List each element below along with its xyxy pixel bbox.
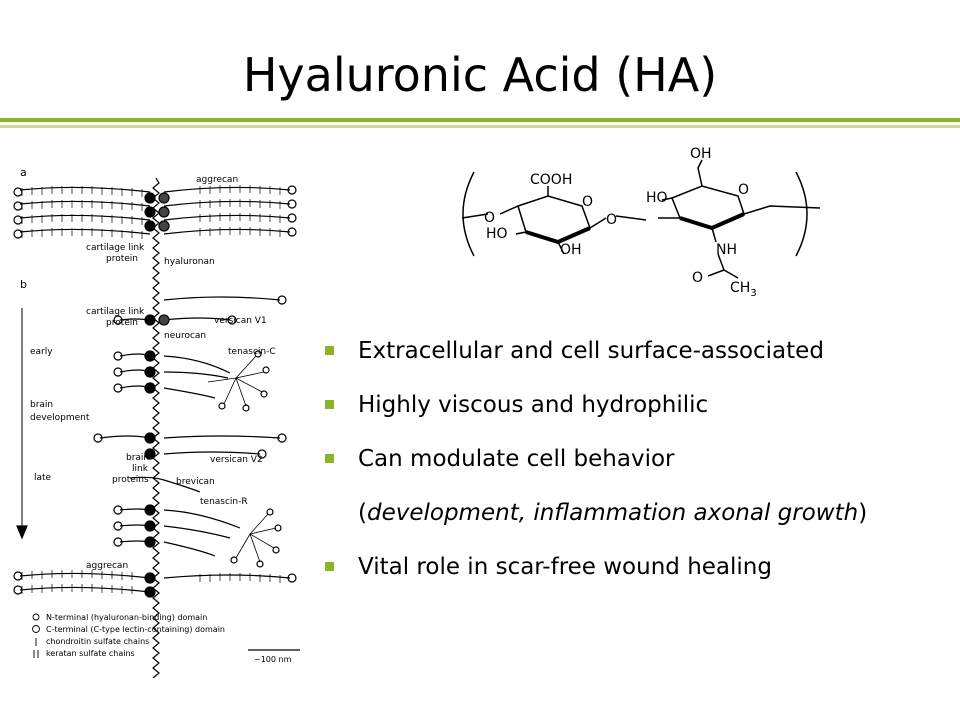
legend-symbol-c-terminal <box>32 625 40 633</box>
slide-title: Hyaluronic Acid (HA) <box>242 48 718 102</box>
aggrecan-bottom-group <box>13 570 297 598</box>
bullet-marker <box>325 346 334 355</box>
mol-o-link-mid: O <box>606 212 617 228</box>
legend-item-3: chondroitin sulfate chains <box>46 637 149 646</box>
aggrecan-top-group <box>13 185 297 239</box>
label-late: late <box>34 473 52 483</box>
label-early: early <box>30 347 53 357</box>
title-rule-light <box>0 125 960 128</box>
mol-o-link-left: O <box>484 210 495 226</box>
neurocan-group <box>113 350 270 412</box>
bullet-text: Vital role in scar-free wound healing <box>358 554 772 580</box>
versican-v1-group <box>113 295 287 326</box>
label-protein-1: protein <box>106 254 138 264</box>
mol-o-carbonyl: O <box>692 270 703 286</box>
bullet-continuation: (development, inflammation axonal growth… <box>322 498 942 528</box>
label-brevican: brevican <box>176 477 215 487</box>
bullet-text: Extracellular and cell surface-associate… <box>358 338 824 364</box>
legend-item-4: keratan sulfate chains <box>46 649 135 658</box>
label-brain-link-3: proteins <box>112 475 149 485</box>
label-b: b <box>20 278 27 291</box>
ring-2 <box>671 185 745 229</box>
label-cartilage-link-2: cartilage link <box>86 307 145 317</box>
right-parenthesis <box>795 171 808 257</box>
label-aggrecan-top: aggrecan <box>196 175 238 185</box>
bullet-item: Vital role in scar-free wound healing <box>322 552 942 582</box>
legend-item-2: C-terminal (C-type lectin-containing) do… <box>46 625 225 634</box>
bullet-item: Can modulate cell behavior <box>322 444 942 474</box>
bullet-item: Extracellular and cell surface-associate… <box>322 336 942 366</box>
label-tenascin-r: tenascin-R <box>200 497 248 507</box>
mol-o-ring2: O <box>738 182 749 198</box>
mol-oh-bottom: OH <box>560 242 582 258</box>
mol-o-ring1: O <box>582 194 593 210</box>
label-neurocan: neurocan <box>164 331 206 341</box>
bullet-marker <box>325 454 334 463</box>
mol-cooh: COOH <box>530 172 572 188</box>
ring-1 <box>517 195 591 243</box>
mol-ho-mid: HO <box>646 190 668 206</box>
versican-v2-group <box>93 432 287 460</box>
mol-ch3: CH3 <box>730 280 757 299</box>
label-aggrecan-bottom: aggrecan <box>86 561 128 571</box>
label-protein-2: protein <box>106 318 138 328</box>
label-versican-v1: versican V1 <box>214 316 267 326</box>
paren-close: ) <box>858 500 868 526</box>
legend-symbol-n-terminal <box>32 613 40 621</box>
label-a: a <box>20 166 27 179</box>
label-cartilage-link-1: cartilage link <box>86 243 145 253</box>
bullet-list: Extracellular and cell surface-associate… <box>322 336 942 606</box>
bullet-marker <box>325 400 334 409</box>
paren-open: ( <box>358 500 367 526</box>
bullet-continuation-text: development, inflammation axonal growth <box>366 500 859 526</box>
label-hyaluronan: hyaluronan <box>164 257 215 267</box>
mol-oh-top: OH <box>690 146 712 162</box>
bullet-marker <box>325 562 334 571</box>
bullet-item: Highly viscous and hydrophilic <box>322 390 942 420</box>
hyaluronan-backbone <box>152 177 160 678</box>
bullet-text: Highly viscous and hydrophilic <box>358 392 709 418</box>
legend-symbol-keratan <box>33 650 39 658</box>
label-brain: brain <box>30 400 53 410</box>
left-parenthesis <box>462 171 475 257</box>
label-brain-link-1: brain <box>126 453 149 463</box>
mol-nh: NH <box>716 242 737 258</box>
label-versican-v2: versican V2 <box>210 455 263 465</box>
label-development: development <box>30 413 90 423</box>
brevican-group <box>113 476 282 568</box>
label-tenascin-c: tenascin-C <box>228 347 276 357</box>
bullet-text: Can modulate cell behavior <box>358 446 675 472</box>
mol-ho-left: HO <box>486 226 508 242</box>
hyaluronic-acid-structure: COOH O O HO OH O OH HO O NH O CH3 <box>461 146 821 299</box>
label-brain-link-2: link <box>132 464 149 474</box>
title-rule-dark <box>0 118 960 122</box>
legend-item-1: N-terminal (hyaluronan-binding) domain <box>46 613 207 622</box>
scale-label: ~100 nm <box>254 655 292 664</box>
proteoglycan-diagram: a b aggrecan cartilage link protein hyal… <box>13 166 300 678</box>
